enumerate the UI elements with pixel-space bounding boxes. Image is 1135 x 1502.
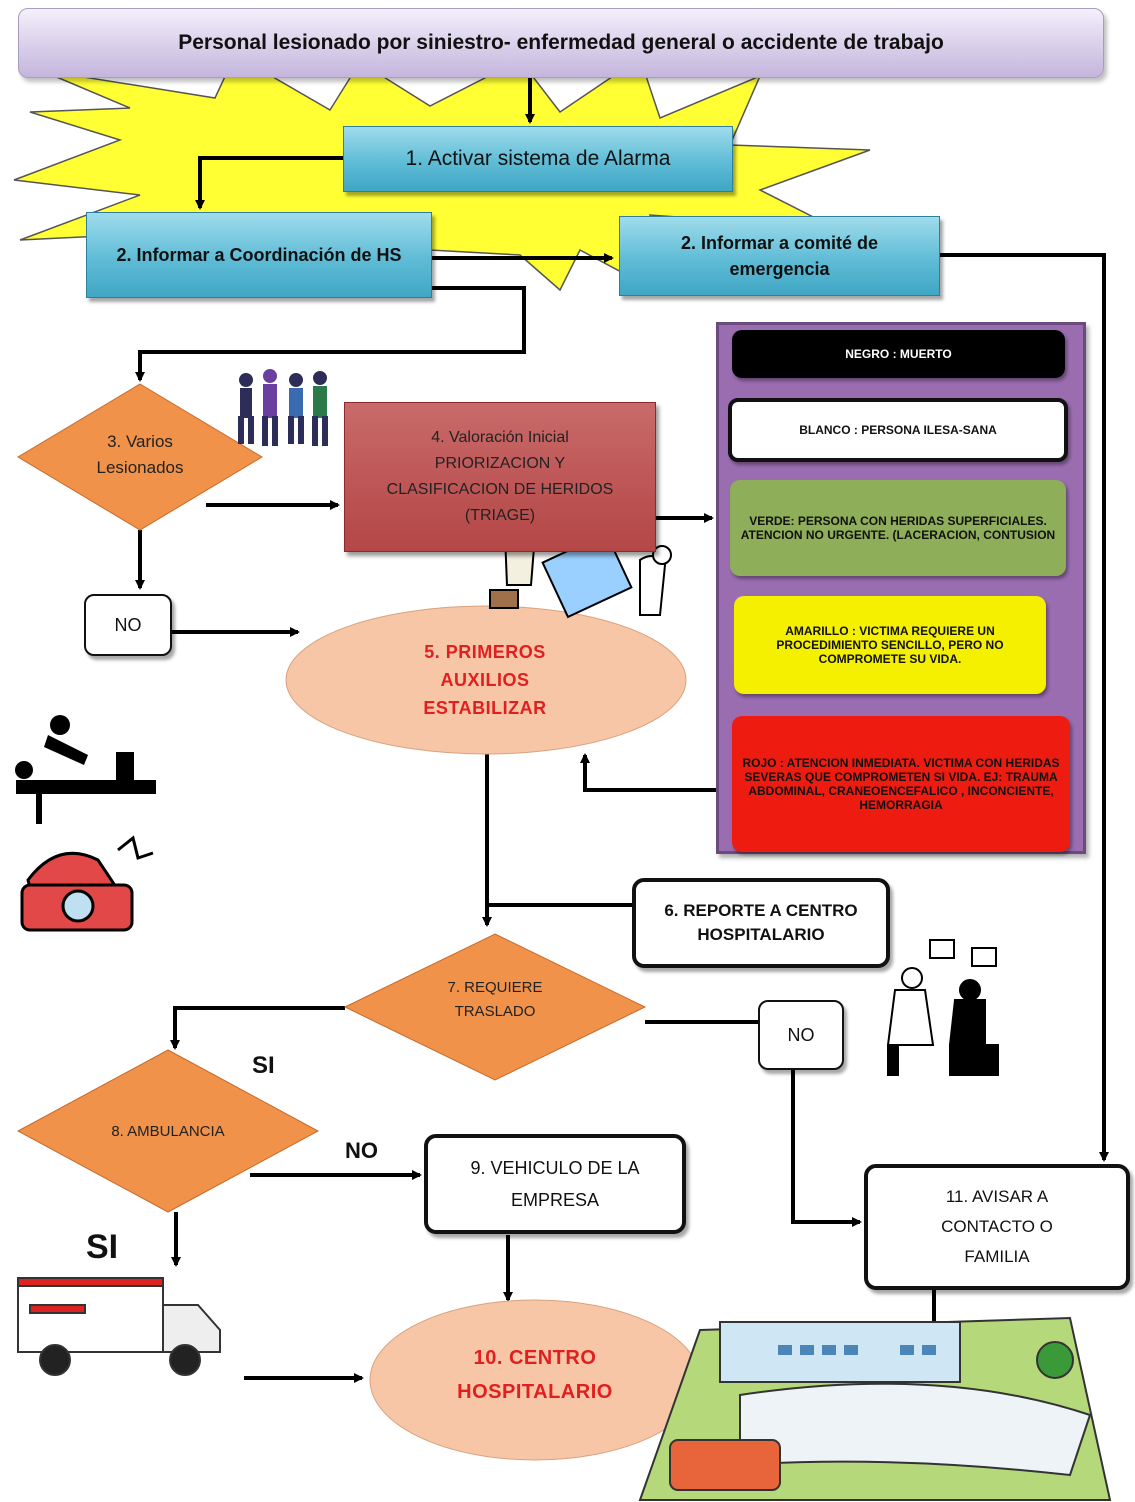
telephone-icon <box>20 835 154 932</box>
oval-primeros-auxilios <box>285 605 687 755</box>
decision7-line-1: 7. REQUIERE <box>447 979 543 996</box>
label-no-varios: NO <box>84 594 172 656</box>
crowd-icon <box>238 369 328 446</box>
legend-negro: NEGRO : MUERTO <box>732 330 1065 378</box>
oval10-line-1: 10. CENTRO <box>473 1347 597 1369</box>
ambulance-icon <box>17 1277 221 1376</box>
oval10-line-2: HOSPITALARIO <box>457 1381 613 1403</box>
oval-primeros-auxilios-label: 5. PRIMEROS AUXILIOS ESTABILIZAR <box>330 630 640 730</box>
triage-line-1: 4. Valoración Inicial <box>431 429 569 446</box>
oval5-line-3: ESTABILIZAR <box>423 698 547 718</box>
doctor-patient-icon <box>886 939 999 1076</box>
step-triage: 4. Valoración Inicial PRIORIZACION Y CLA… <box>344 402 656 552</box>
step-avisar-contacto: 11. AVISAR A CONTACTO O FAMILIA <box>864 1164 1130 1290</box>
label-si-traslado: SI <box>252 1052 275 1079</box>
cpr-icon <box>15 715 156 824</box>
label-si-ambulancia: SI <box>86 1228 119 1266</box>
decision7-line-2: TRASLADO <box>454 1003 536 1020</box>
oval5-line-1: 5. PRIMEROS <box>424 642 546 662</box>
decision-requiere-traslado <box>343 933 647 1081</box>
step-informar-comite: 2. Informar a comité de emergencia <box>619 216 940 296</box>
legend-verde: VERDE: PERSONA CON HERIDAS SUPERFICIALES… <box>730 480 1066 576</box>
decision-varios-lesionados <box>17 383 263 531</box>
legend-rojo: ROJO : ATENCION INMEDIATA. VICTIMA CON H… <box>732 716 1070 852</box>
step-activar-alarma: 1. Activar sistema de Alarma <box>343 126 733 192</box>
label-no-traslado: NO <box>758 1000 844 1070</box>
decision-varios-lesionados-label: 3. Varios Lesionados <box>96 432 184 477</box>
decision-ambulancia-label: 8. AMBULANCIA <box>111 1122 225 1140</box>
step-reporte-centro-hospitalario: 6. REPORTE A CENTRO HOSPITALARIO <box>632 878 890 968</box>
page-title: Personal lesionado por siniestro- enferm… <box>18 8 1104 78</box>
hospital-icon <box>638 1316 1112 1501</box>
oval5-line-2: AUXILIOS <box>440 670 530 690</box>
step-informar-coordinacion: 2. Informar a Coordinación de HS <box>86 212 432 298</box>
step-vehiculo-empresa: 9. VEHICULO DE LA EMPRESA <box>424 1134 686 1234</box>
triage-line-3: CLASIFICACION DE HERIDOS <box>386 481 614 498</box>
oval-centro-hospitalario-label: 10. CENTRO HOSPITALARIO <box>400 1330 670 1420</box>
legend-amarillo: AMARILLO : VICTIMA REQUIERE UN PROCEDIMI… <box>734 596 1046 694</box>
decision-ambulancia <box>16 1049 320 1213</box>
decision-requiere-traslado-label: 7. REQUIERE TRASLADO <box>420 970 570 1030</box>
legend-blanco: BLANCO : PERSONA ILESA-SANA <box>728 398 1068 462</box>
triage-line-2: PRIORIZACION Y <box>434 455 566 472</box>
label-no-ambulancia: NO <box>345 1138 378 1163</box>
triage-line-4: (TRIAGE) <box>464 507 536 524</box>
